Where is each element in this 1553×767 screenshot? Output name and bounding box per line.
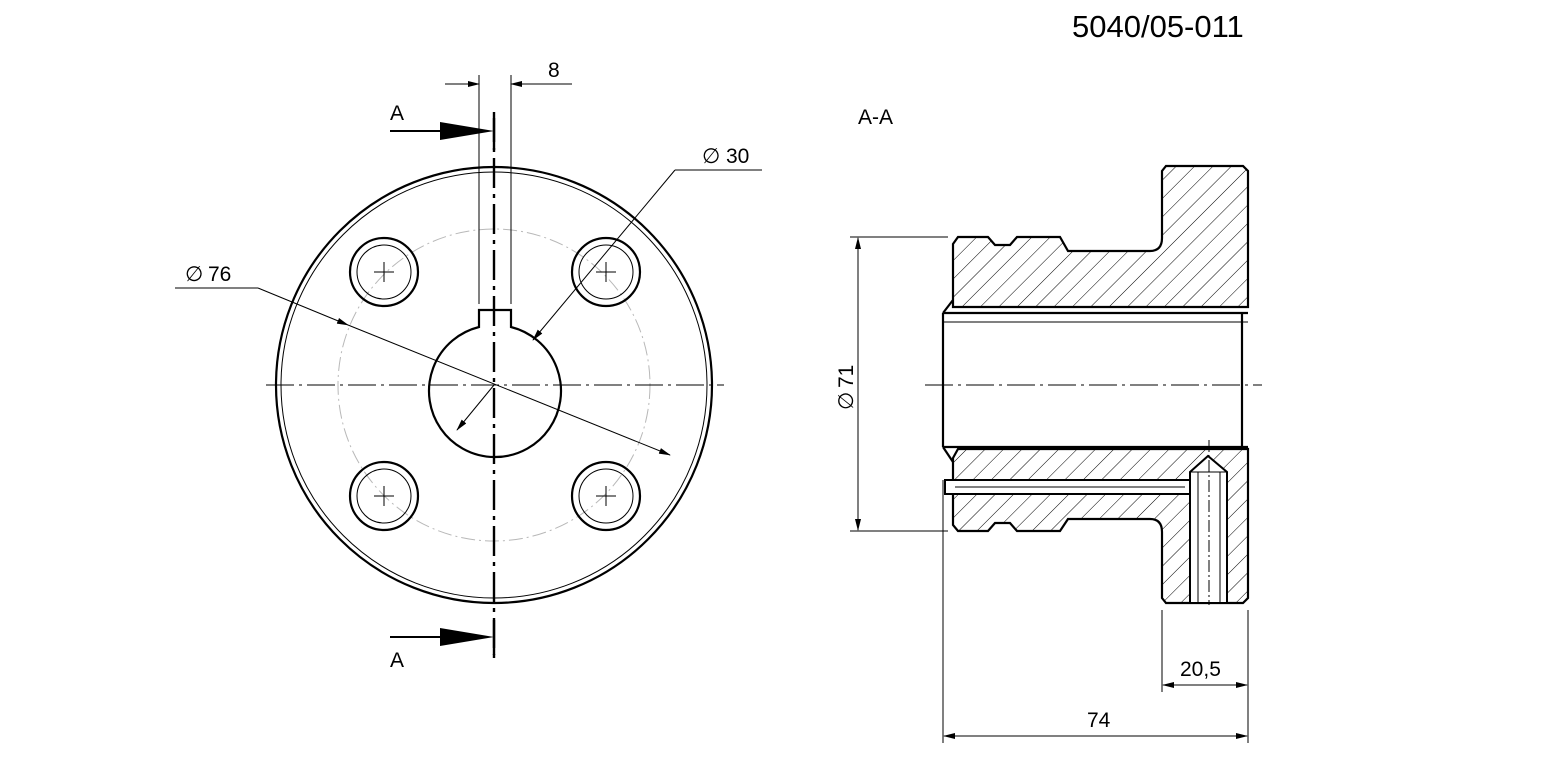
outer-diameter-symbol: ∅ [185, 263, 203, 286]
outer-diameter-dim-line [257, 287, 349, 326]
bore-diameter-dim-line [532, 169, 676, 341]
upper-wall-section [951, 164, 1250, 309]
keyed-bore [427, 308, 563, 459]
key-width-label: 8 [548, 59, 560, 82]
bore-left-face [942, 299, 954, 314]
bore-diameter-symbol: ∅ [702, 145, 720, 168]
shoulder-diameter-label: 71 [835, 365, 858, 388]
cut-arrowhead-top [440, 122, 494, 140]
drawing-number: 5040/05-011 [1072, 9, 1244, 44]
shoulder-diameter-symbol: ∅ [835, 392, 858, 410]
bore-diameter-label: 30 [726, 145, 749, 168]
bore-diameter-dim-line [456, 384, 495, 431]
cut-marker-top: A [390, 102, 404, 125]
bolt-hole [570, 460, 642, 532]
bolt-hole [570, 236, 642, 308]
section-view: A-A ∅ 71 [835, 106, 1262, 743]
section-view-label: A-A [858, 106, 893, 129]
front-view: A A 8 ∅ 30 ∅ 76 [175, 59, 762, 672]
cut-arrowhead-bottom [440, 628, 494, 646]
outer-diameter-label: 76 [208, 263, 231, 286]
overall-length-label: 74 [1087, 709, 1111, 732]
outer-diameter-dim-line [347, 324, 671, 456]
bolt-hole [348, 460, 420, 532]
bolt-hole [348, 236, 420, 308]
bore-left-face [942, 446, 954, 463]
flange-thickness-label: 20,5 [1180, 658, 1221, 681]
cut-marker-bottom: A [390, 649, 404, 672]
